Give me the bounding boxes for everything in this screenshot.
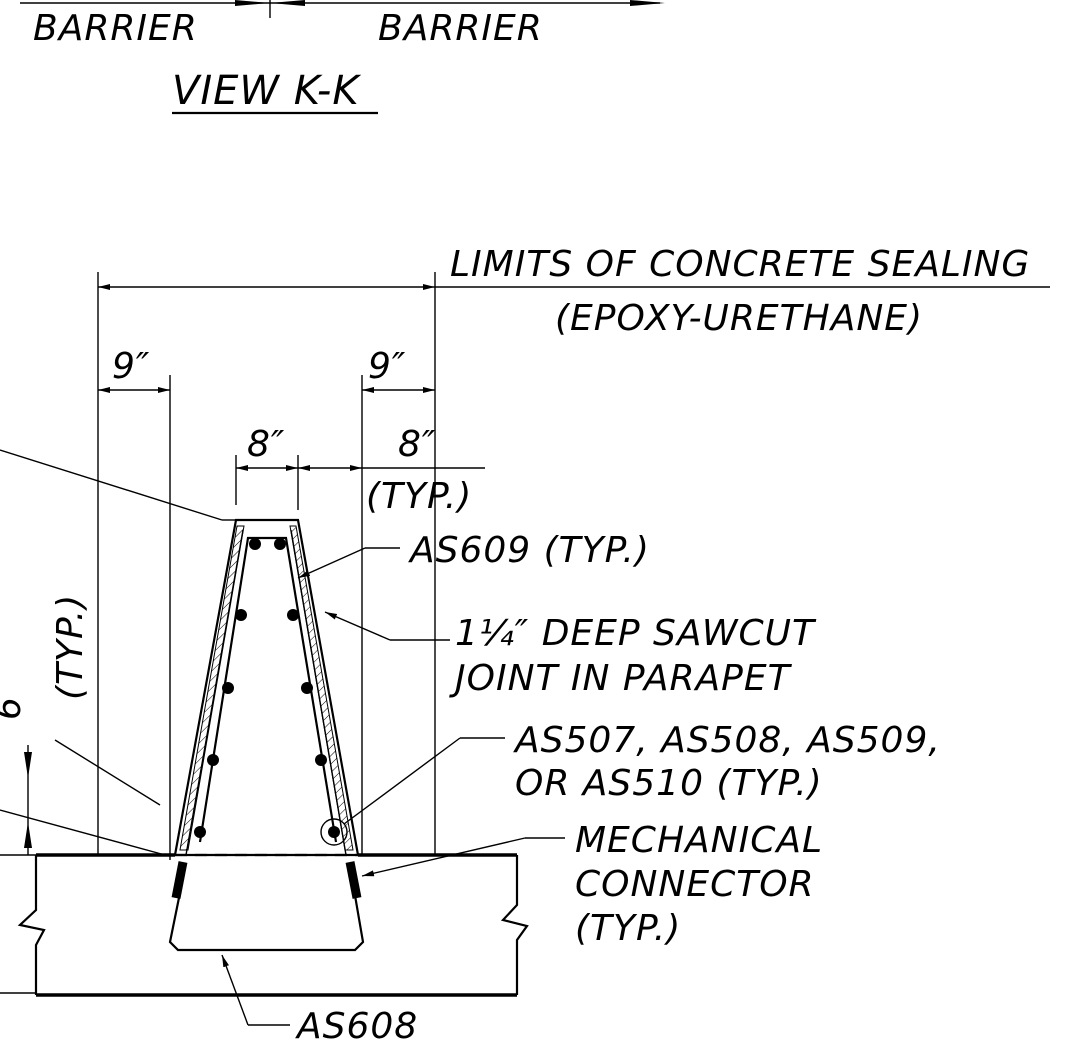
rebar-dot — [235, 609, 247, 621]
rebar-highlight-circle — [320, 818, 348, 846]
view-title: VIEW K-K — [172, 68, 361, 114]
left-typ-vertical-label: (TYP.) — [50, 594, 91, 700]
as507-label-line2: OR AS510 (TYP.) — [515, 763, 823, 804]
rebar-dot — [328, 826, 340, 838]
limits-label-line2: (EPOXY-URETHANE) — [555, 298, 923, 339]
mechanical-label-line3: (TYP.) — [575, 908, 681, 949]
typ-right-label: (TYP.) — [366, 476, 472, 517]
leader-mid-left — [54, 739, 161, 806]
leader-as507 — [343, 737, 505, 825]
left-9in-dimension — [98, 375, 171, 860]
rebar-dot — [274, 538, 286, 550]
top-barrier-dimension — [20, 0, 665, 18]
leader-mechanical-connector — [361, 837, 565, 877]
rebar-dot — [249, 538, 261, 550]
top-8in-dimension — [235, 455, 485, 510]
sawcut-label-line1: 1¼″ DEEP SAWCUT — [455, 613, 817, 654]
left-dim-arrow-top — [24, 752, 32, 778]
leader-low-left — [0, 809, 166, 856]
as507-label-line1: AS507, AS508, AS509, — [513, 720, 941, 761]
right-barrier-label: BARRIER — [378, 8, 543, 49]
mechanical-connector-right — [345, 861, 362, 899]
sealing-limits-dimension — [97, 272, 1050, 855]
mechanical-label-line2: CONNECTOR — [575, 864, 815, 905]
left-barrier-label: BARRIER — [33, 8, 198, 49]
rebar-dot — [222, 682, 234, 694]
leader-sawcut — [324, 611, 450, 641]
left-dim-arrow-bottom — [24, 822, 32, 848]
left-9in-label: 9″ — [112, 346, 150, 387]
right-8in-label: 8″ — [398, 424, 436, 465]
right-sealing-strip — [289, 525, 354, 851]
top-8in-label: 8″ — [247, 424, 285, 465]
rebar-dots — [194, 538, 348, 846]
mechanical-connector-left — [171, 861, 188, 899]
as608-label: AS608 — [295, 1006, 418, 1047]
arrowhead-right — [270, 0, 305, 6]
limits-label-line1: LIMITS OF CONCRETE SEALING — [450, 244, 1030, 285]
arrowhead-end — [630, 0, 665, 6]
as608-bar — [168, 877, 365, 952]
rebar-dot — [207, 754, 219, 766]
as609-stirrup — [198, 536, 338, 843]
left-sealing-strip — [179, 525, 245, 851]
right-9in-dimension — [361, 375, 435, 855]
rebar-dot — [194, 826, 206, 838]
mechanical-label-line1: MECHANICAL — [575, 820, 823, 861]
deck-slab — [17, 853, 529, 997]
rebar-dot — [287, 609, 299, 621]
as609-label: AS609 (TYP.) — [408, 530, 650, 571]
arrowhead-left — [235, 0, 270, 6]
sawcut-label-line2: JOINT IN PARAPET — [449, 658, 793, 699]
leader-as608 — [221, 954, 290, 1026]
left-partial-dimension-label: 6 — [0, 696, 29, 720]
leader-top-left — [0, 449, 223, 521]
leader-as609 — [297, 547, 400, 579]
rebar-dot — [315, 754, 327, 766]
right-9in-label: 9″ — [368, 346, 406, 387]
rebar-dot — [301, 682, 313, 694]
